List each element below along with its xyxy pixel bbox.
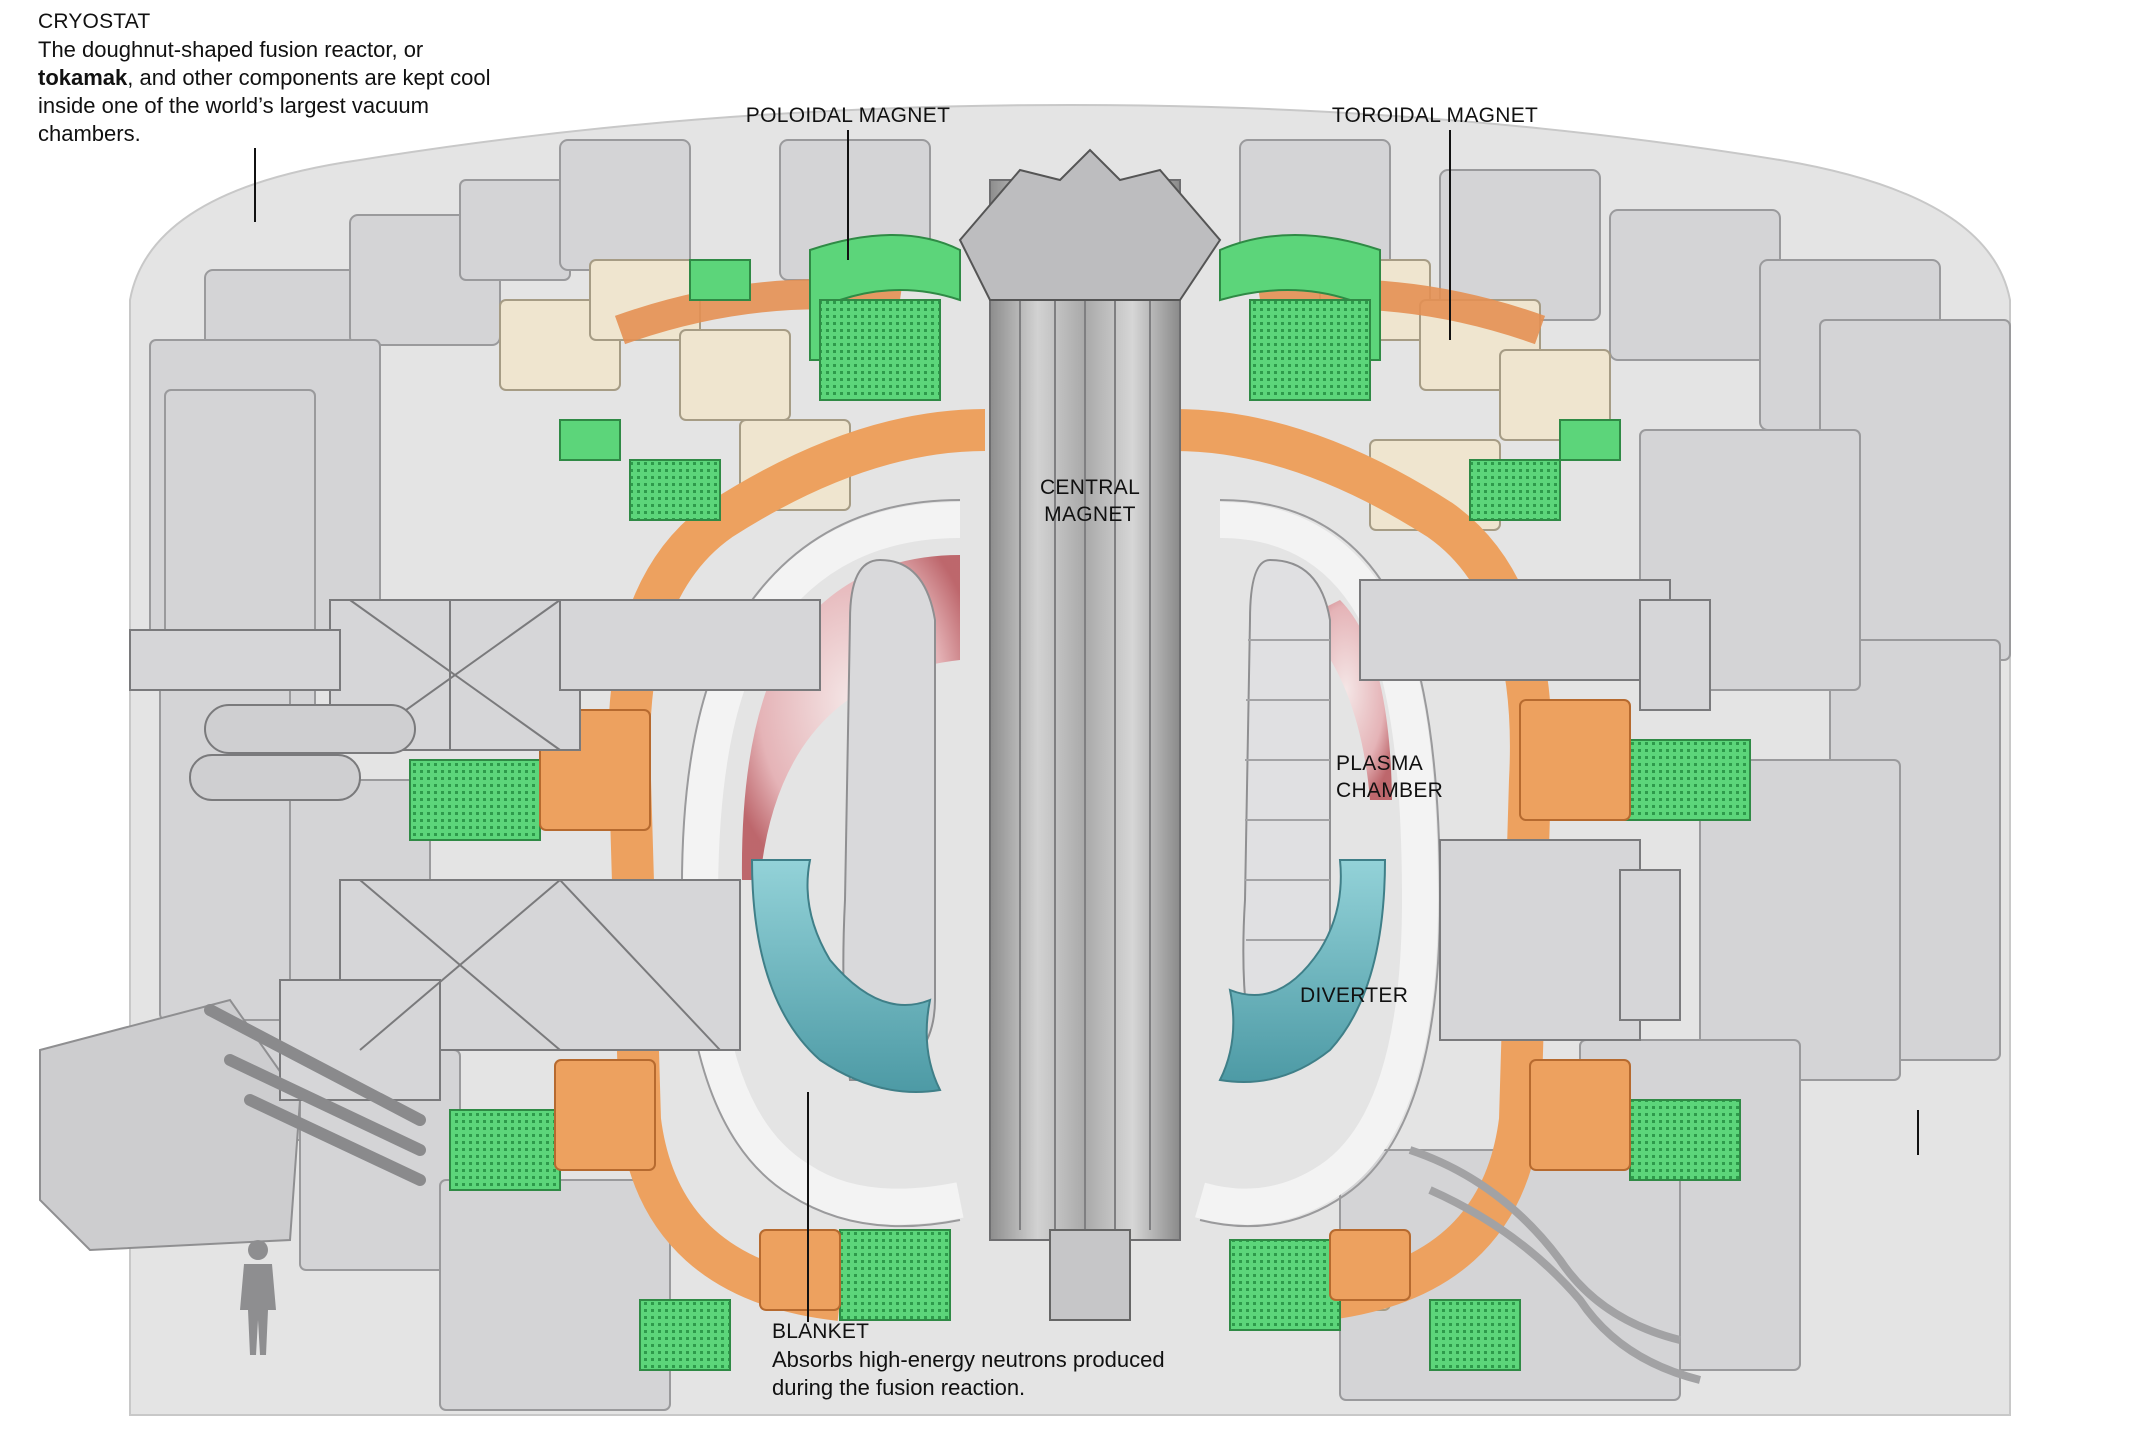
label-central-line2: MAGNET [1044, 503, 1136, 526]
inner-vessel-left [842, 558, 936, 1081]
human-scale-figure [240, 1240, 276, 1355]
central-column-bottom-pedestal [1049, 1229, 1131, 1321]
central-column-ribs [1019, 190, 1151, 1230]
label-plasma-line2: CHAMBER [1336, 779, 1444, 802]
truss-arm-lower-left [279, 879, 741, 1101]
truss-arm-lower-right [1439, 839, 1681, 1041]
central-column-top-machinery [958, 148, 1222, 301]
blanket-heading: BLANKET [772, 1320, 870, 1343]
orange-coil-arcs [614, 279, 1546, 345]
poloidal-coil-block-left [819, 299, 941, 401]
blanket-text: Absorbs high-energy neutrons produced du… [772, 1347, 1165, 1400]
cryostat-heading: CRYOSTAT [38, 10, 151, 33]
leader-lines [254, 130, 1919, 1322]
inner-vessel-segments [1245, 639, 1330, 941]
cryostat-caption: CRYOSTAT The doughnut-shaped fusion reac… [38, 8, 508, 148]
label-central-line1: CENTRAL [1039, 476, 1141, 499]
cryostat-text-bold: tokamak [38, 65, 128, 90]
outer-equipment-left [149, 139, 931, 1411]
poloidal-coil-block-right [1249, 299, 1371, 401]
cryostat-text-after: , and other components are kept cool ins… [38, 65, 491, 146]
label-plasma-line1: PLASMA [1336, 752, 1423, 775]
label-poloidal-magnet: POLOIDAL MAGNET [745, 104, 951, 127]
cylinders-left [189, 704, 416, 801]
label-toroidal-magnet: TOROIDAL MAGNET [1331, 104, 1539, 127]
label-central-magnet: CENTRAL MAGNET [1020, 474, 1160, 528]
diverter-left [750, 859, 942, 1093]
diverter-right [1218, 859, 1387, 1083]
label-plasma-chamber: PLASMA CHAMBER [1336, 750, 1456, 804]
label-diverter: DIVERTER [1300, 984, 1409, 1007]
pipes-lower-right [1408, 1146, 1701, 1384]
truss-arm-upper-right [1359, 579, 1711, 711]
cryostat-text-before: The doughnut-shaped fusion reactor, or [38, 37, 424, 62]
pipes-lower-left [204, 1004, 426, 1186]
green-coil-blocks [409, 259, 1751, 1371]
blanket-caption: BLANKET Absorbs high-energy neutrons pro… [772, 1318, 1192, 1402]
